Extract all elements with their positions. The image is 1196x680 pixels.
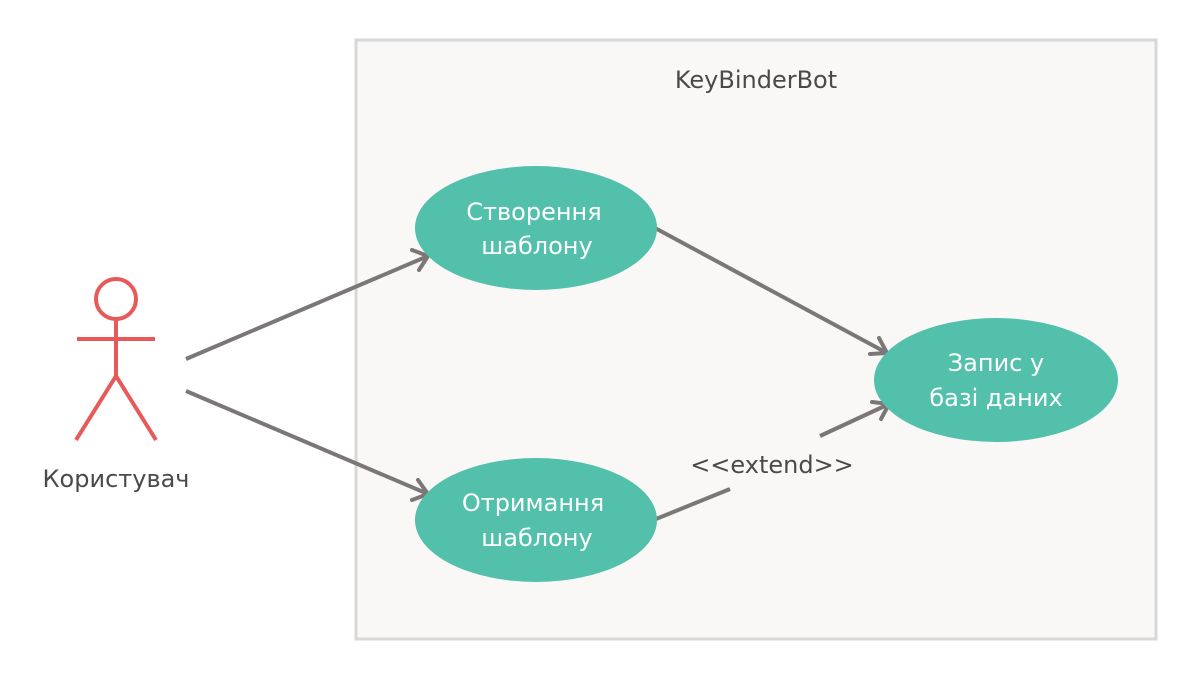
extend-label: <<extend>> bbox=[690, 451, 854, 479]
actor-right-leg bbox=[114, 374, 158, 442]
edge-actor-create bbox=[185, 248, 430, 361]
actor-user bbox=[74, 277, 158, 442]
use-case-store-line2: базі даних bbox=[929, 384, 1062, 412]
use-case-receive-line1: Отримання bbox=[462, 489, 604, 517]
use-case-store-line1: Запис у bbox=[948, 349, 1044, 377]
actor-label: Користувач bbox=[43, 465, 190, 493]
actor-left-leg bbox=[74, 374, 118, 442]
actor-head bbox=[94, 277, 138, 321]
use-case-create-line2: шаблону bbox=[481, 232, 592, 260]
use-case-create-template: Створення шаблону bbox=[415, 166, 657, 290]
use-case-store-database: Запис у базі даних bbox=[874, 318, 1118, 442]
use-case-receive-template: Отримання шаблону bbox=[415, 458, 657, 582]
system-title: KeyBinderBot bbox=[675, 66, 837, 94]
use-case-receive-line2: шаблону bbox=[481, 524, 592, 552]
use-case-create-line1: Створення bbox=[466, 198, 601, 226]
